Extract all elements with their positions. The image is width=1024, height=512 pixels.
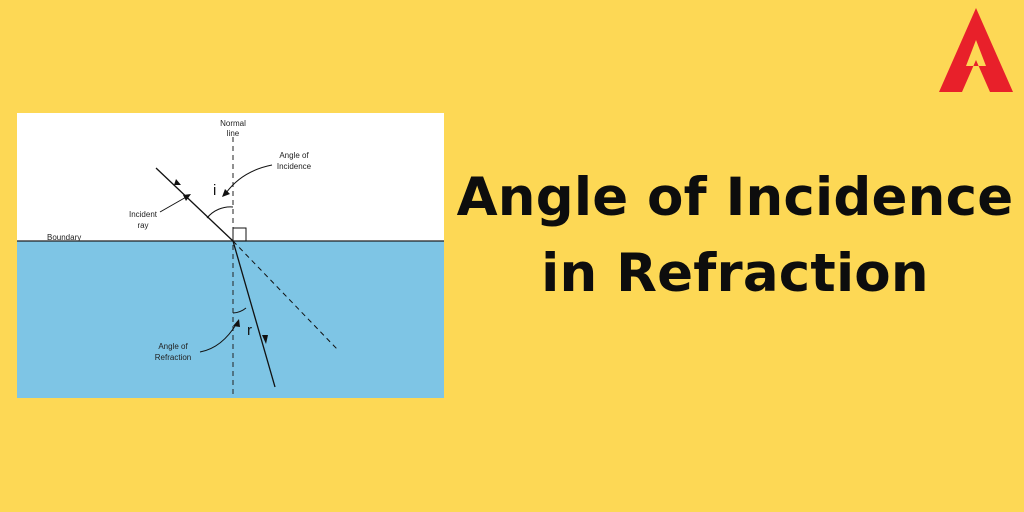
right-angle-marker — [232, 227, 247, 242]
incidence-label-pointer-head — [222, 189, 230, 197]
angle-incidence-label-line2: Incidence — [277, 162, 312, 171]
refracted-ray-arrow — [262, 335, 268, 344]
brand-logo-icon — [939, 8, 1013, 92]
angle-incidence-label-line1: Angle of — [279, 151, 309, 160]
angle-refraction-label-line2: Refraction — [155, 353, 191, 362]
page-title-line1: Angle of Incidence — [456, 167, 1014, 228]
incident-ray-label-line2: ray — [137, 221, 148, 230]
brand-logo-shape — [939, 8, 1013, 92]
angle-refraction-label-line1: Angle of — [158, 342, 188, 351]
refraction-label-pointer — [199, 322, 238, 353]
incidence-angle-arc — [206, 206, 234, 219]
incidence-label-pointer — [225, 164, 273, 194]
undeviated-ray-extension — [232, 240, 338, 350]
refraction-label-pointer-head — [233, 319, 240, 327]
page-title-line2: in Refraction — [541, 243, 929, 304]
incident-label-pointer — [159, 195, 189, 213]
symbol-r: r — [247, 322, 252, 339]
incident-label-pointer-head — [183, 194, 191, 201]
upper-medium — [17, 113, 444, 241]
lower-medium — [17, 241, 444, 398]
refraction-diagram: Normal line Angle of Incidence Incident … — [17, 113, 444, 398]
page-title: Angle of Incidence in Refraction — [440, 160, 1024, 312]
refraction-diagram-svg: Normal line Angle of Incidence Incident … — [17, 113, 444, 398]
normal-label-line1: Normal — [220, 119, 246, 128]
incident-ray — [155, 167, 234, 242]
refraction-angle-arc — [232, 307, 247, 314]
incident-ray-arrow — [174, 179, 181, 185]
normal-label-line2: line — [227, 129, 240, 138]
symbol-i: i — [213, 182, 216, 199]
incident-ray-label-line1: Incident — [129, 210, 158, 219]
refracted-ray — [232, 240, 276, 388]
boundary-label: Boundary — [47, 233, 81, 242]
